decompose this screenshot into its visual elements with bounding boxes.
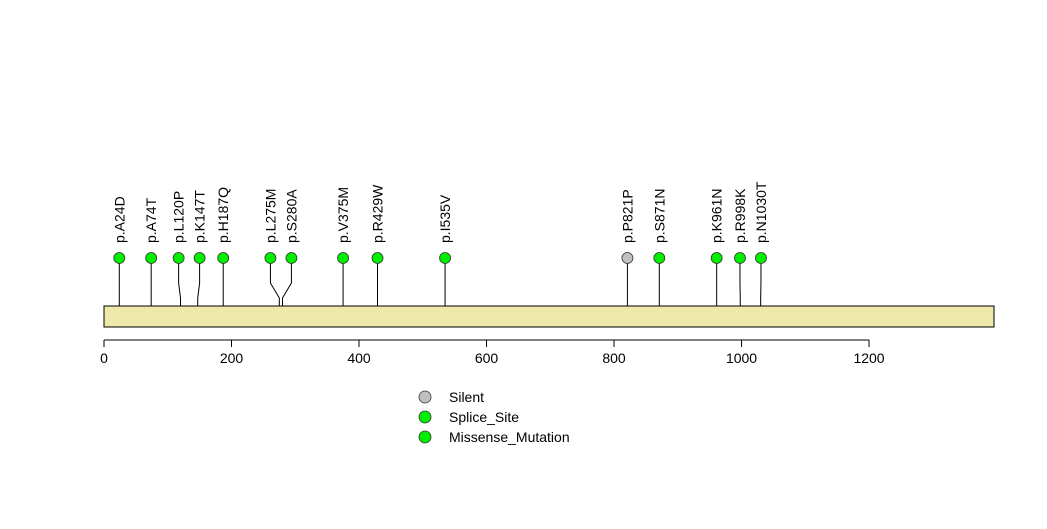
mutation-point [440, 253, 451, 264]
mutation-label: p.A74T [143, 197, 159, 243]
axis-tick-label: 1200 [853, 350, 884, 366]
mutation-label: p.S280A [283, 189, 299, 243]
protein-bar [104, 306, 994, 327]
axis-tick-label: 400 [347, 350, 371, 366]
mutation-label: p.L120P [171, 191, 187, 243]
mutation-point [338, 253, 349, 264]
axis-tick-label: 200 [220, 350, 244, 366]
mutation-label: p.L275M [262, 189, 278, 243]
mutation-point [654, 253, 665, 264]
legend-marker [419, 431, 431, 443]
mutation-point [622, 253, 633, 264]
legend-label: Missense_Mutation [449, 429, 570, 445]
mutation-point [711, 253, 722, 264]
mutation-point [218, 253, 229, 264]
legend-marker [419, 391, 431, 403]
mutation-point [194, 253, 205, 264]
mutation-point [265, 253, 276, 264]
mutation-label: p.P821P [619, 189, 635, 243]
mutation-point [146, 253, 157, 264]
mutation-label: p.S871N [651, 189, 667, 243]
mutation-point [734, 253, 745, 264]
legend-marker [419, 411, 431, 423]
mutation-point [286, 253, 297, 264]
mutation-label: p.V375M [335, 187, 351, 243]
axis-tick-label: 1000 [726, 350, 757, 366]
mutation-point [755, 253, 766, 264]
x-axis: 0 200 400 600 800 1000 1200 [100, 340, 885, 366]
mutation-label: p.R429W [370, 184, 386, 243]
mutation-label: p.I535V [437, 194, 453, 243]
mutation-label: p.K147T [192, 190, 208, 243]
mutation-label: p.H187Q [215, 187, 231, 243]
mutation-label: p.K961N [709, 189, 725, 243]
mutation-label: p.N1030T [753, 181, 769, 243]
mutation-point [114, 253, 125, 264]
legend-label: Splice_Site [449, 409, 519, 425]
mutation-point [372, 253, 383, 264]
axis-tick-label: 800 [602, 350, 626, 366]
mutation-label: p.R998K [732, 188, 748, 243]
axis-tick-label: 0 [100, 350, 108, 366]
mutation-point [173, 253, 184, 264]
mutation-label: p.A24D [111, 196, 127, 243]
legend-label: Silent [449, 389, 484, 405]
axis-tick-label: 600 [475, 350, 499, 366]
